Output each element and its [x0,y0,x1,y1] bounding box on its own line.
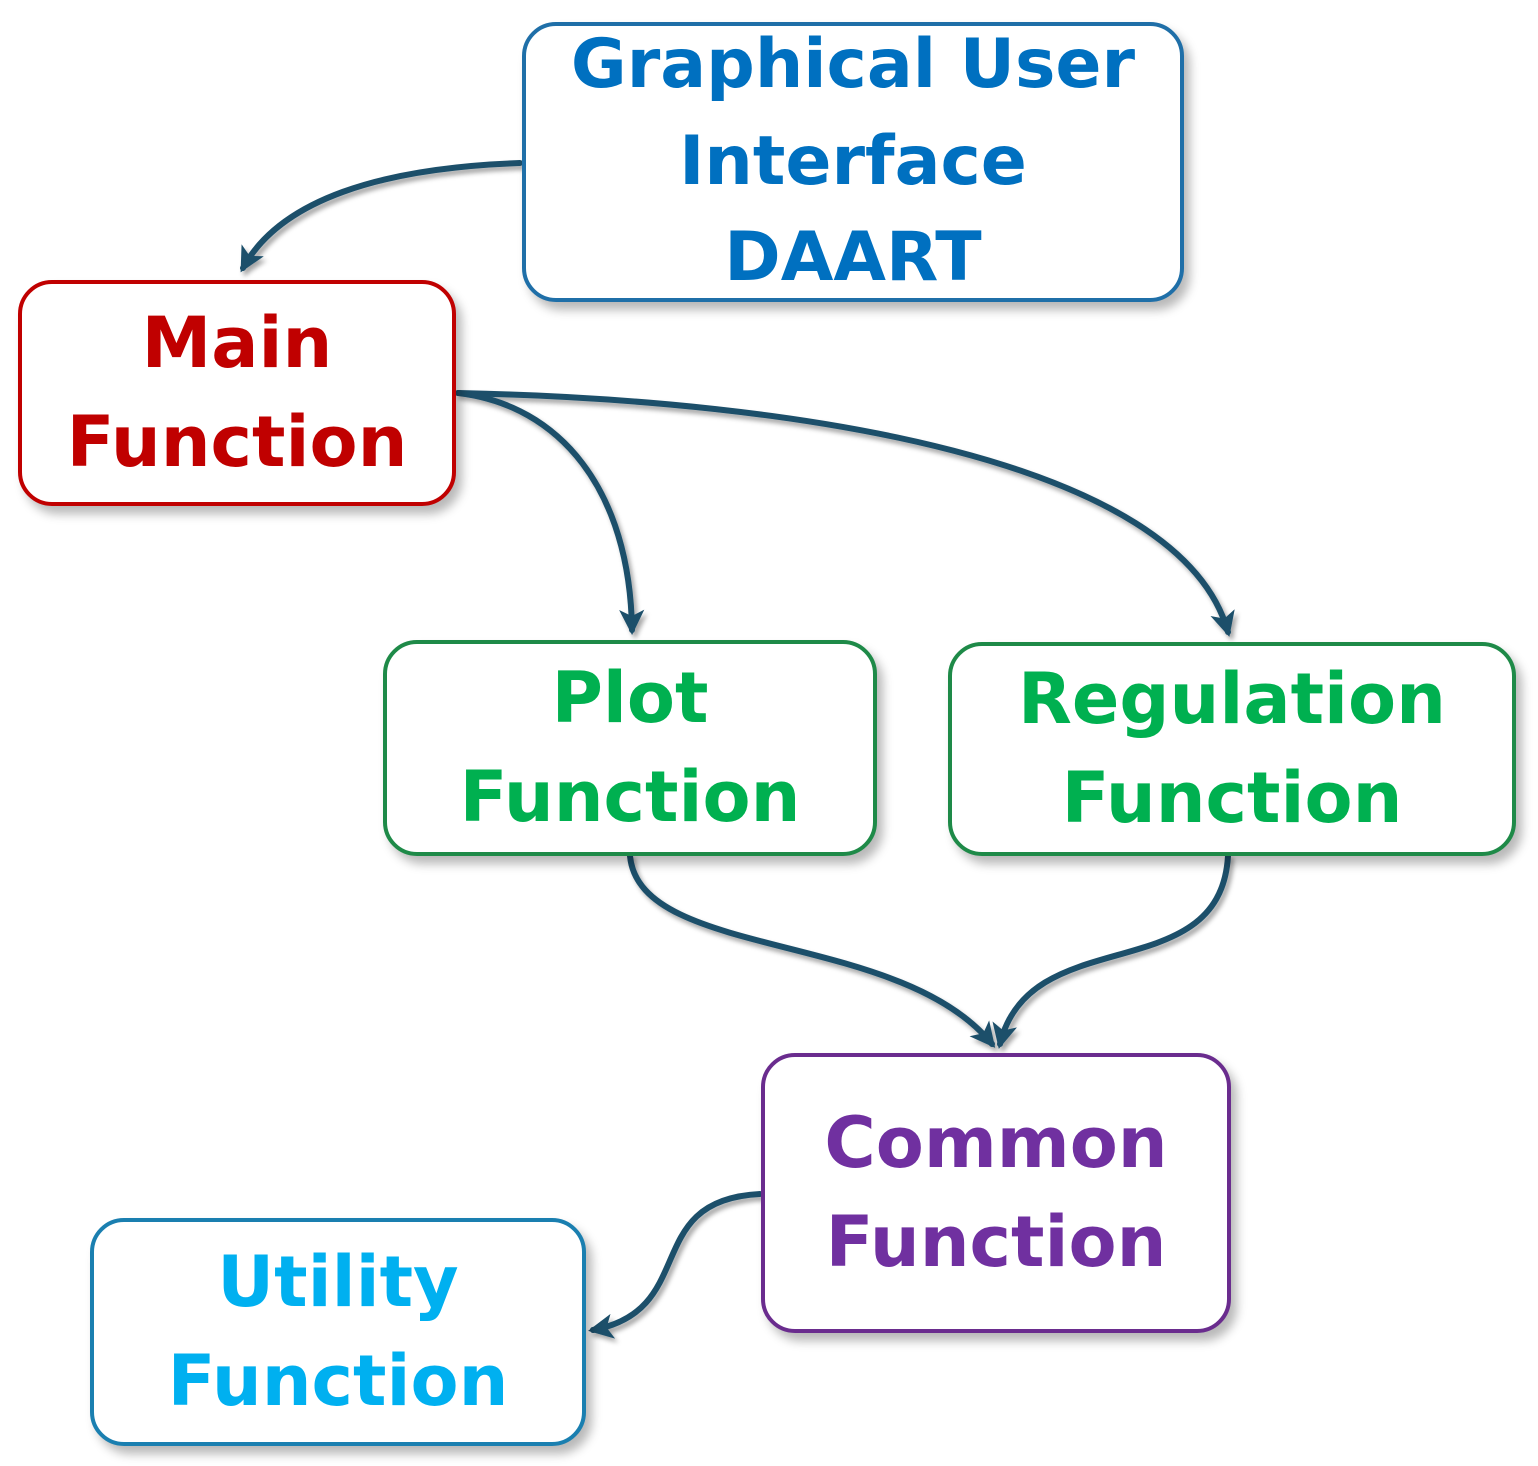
arrow-gui-to-main [240,160,523,273]
plot-line-1: Plot [551,656,709,739]
common-line-2: Function [825,1201,1167,1283]
main-function-node: Main Function [18,280,456,506]
arrow-plot-to-common [627,853,996,1048]
main-line-1: Main [141,301,333,384]
gui-line-2: Interface [679,121,1027,201]
arrow-regulation-to-common [992,853,1231,1049]
main-line-2: Function [66,401,408,483]
utility-line-1: Utility [217,1240,459,1323]
plot-function-node: Plot Function [383,640,877,856]
gui-line-3: DAART [724,218,982,298]
gui-node: Graphical User Interface DAART [522,22,1184,302]
utility-function-node: Utility Function [90,1218,586,1446]
utility-line-2: Function [167,1340,509,1422]
arrow-common-to-utility [588,1191,763,1339]
regulation-line-1: Regulation [1018,657,1446,740]
gui-line-1: Graphical User [570,25,1136,105]
regulation-line-2: Function [1061,757,1403,839]
arrow-main-to-regulation [455,390,1235,637]
common-line-1: Common [824,1101,1168,1184]
regulation-function-node: Regulation Function [948,642,1516,856]
arrow-main-to-plot [455,390,645,636]
common-function-node: Common Function [761,1053,1231,1333]
plot-line-2: Function [459,756,801,838]
